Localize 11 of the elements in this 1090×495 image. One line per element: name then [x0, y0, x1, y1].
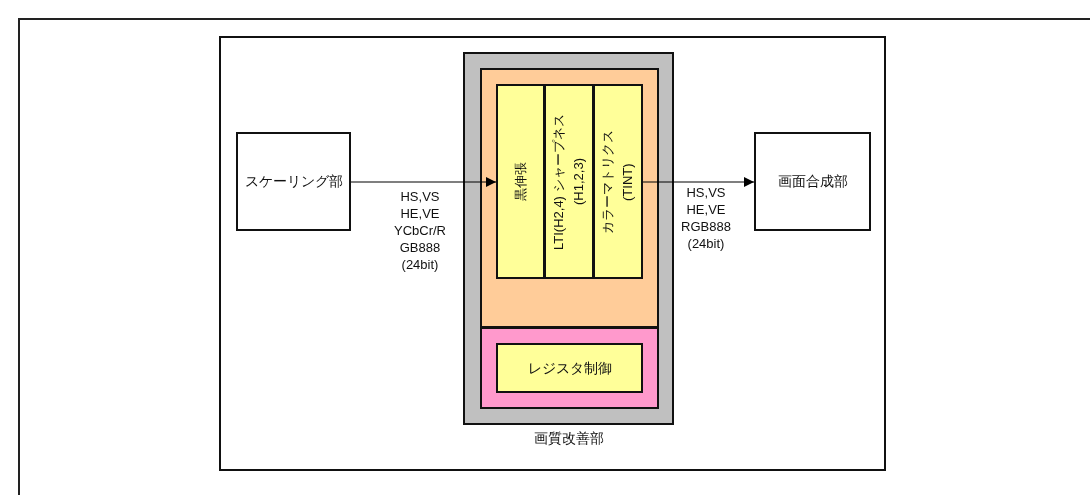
arrow [350, 177, 497, 187]
module-caption: 画質改善部 [532, 429, 605, 447]
panel [480, 68, 659, 328]
panel [480, 327, 659, 409]
process-box: 黒伸張 [496, 84, 545, 279]
process-box: カラーマトリクス (TINT) [593, 84, 643, 279]
process-box: スケーリング部 [236, 132, 351, 231]
process-box: 画面合成部 [754, 132, 871, 231]
arrow [642, 177, 755, 187]
process-box: レジスタ制御 [496, 343, 643, 393]
process-box: LTI(H2,4) シャープネス(H1,2,3) [544, 84, 594, 279]
